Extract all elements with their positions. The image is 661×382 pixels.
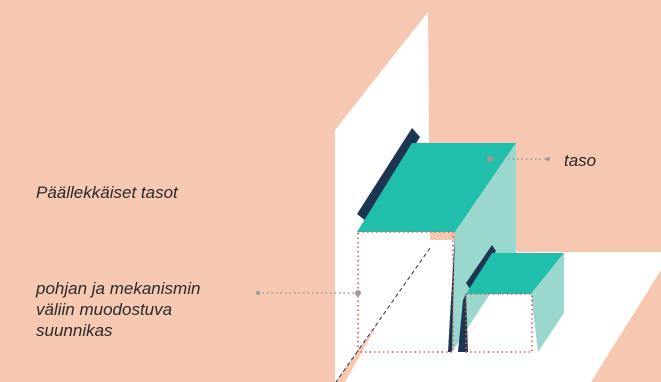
small-layer-top: [466, 253, 564, 294]
floor-plane: [345, 240, 661, 382]
parallelogram-leader-dot-start: [256, 291, 260, 295]
plane-leader-dot-start: [487, 156, 493, 162]
small-layer-back-edge: [458, 294, 468, 352]
plane-leader-dot-end: [546, 157, 550, 161]
parallelogram-leader-dot-end: [355, 290, 361, 296]
parallelogram-label-line-3: suunnikas: [36, 321, 113, 340]
parallelogram-label-line-2: väliin muodostuva: [36, 300, 173, 319]
parallelogram-label: pohjan ja mekanismin väliin muodostuva s…: [36, 278, 200, 341]
large-layer-lower-edge: [448, 232, 455, 352]
overlapping-planes-label: Päällekkäiset tasot: [36, 183, 178, 202]
large-layer-edge: [357, 128, 420, 222]
small-layer-side: [531, 253, 564, 352]
fold-line: [335, 247, 431, 382]
large-layer-top: [357, 143, 516, 232]
large-layer-side: [452, 143, 516, 352]
small-layer-edge: [466, 245, 496, 289]
small-parallelogram-outline: [465, 293, 533, 353]
parallelogram-label-line-1: pohjan ja mekanismin: [36, 279, 201, 298]
plane-label: taso: [564, 151, 597, 170]
